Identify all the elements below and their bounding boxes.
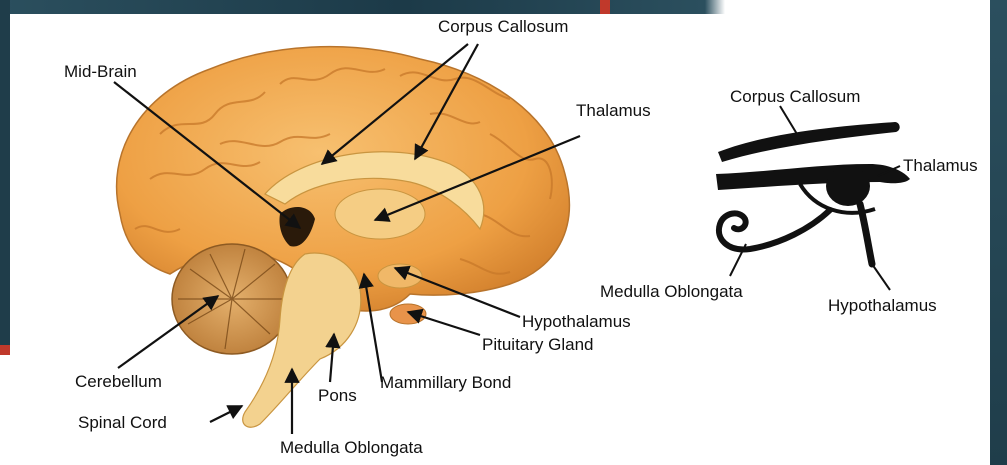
label-spinal-cord: Spinal Cord bbox=[78, 413, 167, 432]
thalamus-structure bbox=[335, 189, 425, 239]
label-pons: Pons bbox=[318, 386, 357, 405]
label-mid-brain: Mid-Brain bbox=[64, 62, 137, 81]
eye-label-medulla-oblongata: Medulla Oblongata bbox=[600, 282, 743, 301]
video-frame-left bbox=[0, 0, 10, 355]
label-corpus-callosum: Corpus Callosum bbox=[438, 17, 568, 36]
label-hypothalamus: Hypothalamus bbox=[522, 312, 631, 331]
eye-spiral bbox=[719, 210, 830, 249]
brain-illustration bbox=[117, 47, 570, 428]
video-frame-accent-left bbox=[0, 345, 10, 355]
label-pituitary-gland: Pituitary Gland bbox=[482, 335, 594, 354]
label-medulla-oblongata: Medulla Oblongata bbox=[280, 438, 423, 457]
video-frame-top bbox=[0, 0, 1007, 14]
pituitary-structure bbox=[390, 304, 426, 324]
label-thalamus: Thalamus bbox=[576, 101, 651, 120]
diagram-canvas: Corpus Callosum Mid-Brain Thalamus Hypot… bbox=[10, 14, 990, 465]
eye-label-corpus-callosum: Corpus Callosum bbox=[730, 87, 860, 106]
video-frame-right bbox=[990, 0, 1007, 465]
eye-label-hypothalamus: Hypothalamus bbox=[828, 296, 937, 315]
video-frame-accent bbox=[600, 0, 610, 14]
eye-upper-line bbox=[716, 164, 910, 190]
diagram-svg: Corpus Callosum Mid-Brain Thalamus Hypot… bbox=[10, 14, 990, 465]
eye-brow bbox=[718, 122, 900, 162]
label-mammillary-bond: Mammillary Bond bbox=[380, 373, 511, 392]
eye-label-thalamus: Thalamus bbox=[903, 156, 978, 175]
eye-pupil bbox=[826, 166, 870, 206]
eye-of-horus-illustration bbox=[716, 122, 910, 264]
label-cerebellum: Cerebellum bbox=[75, 372, 162, 391]
